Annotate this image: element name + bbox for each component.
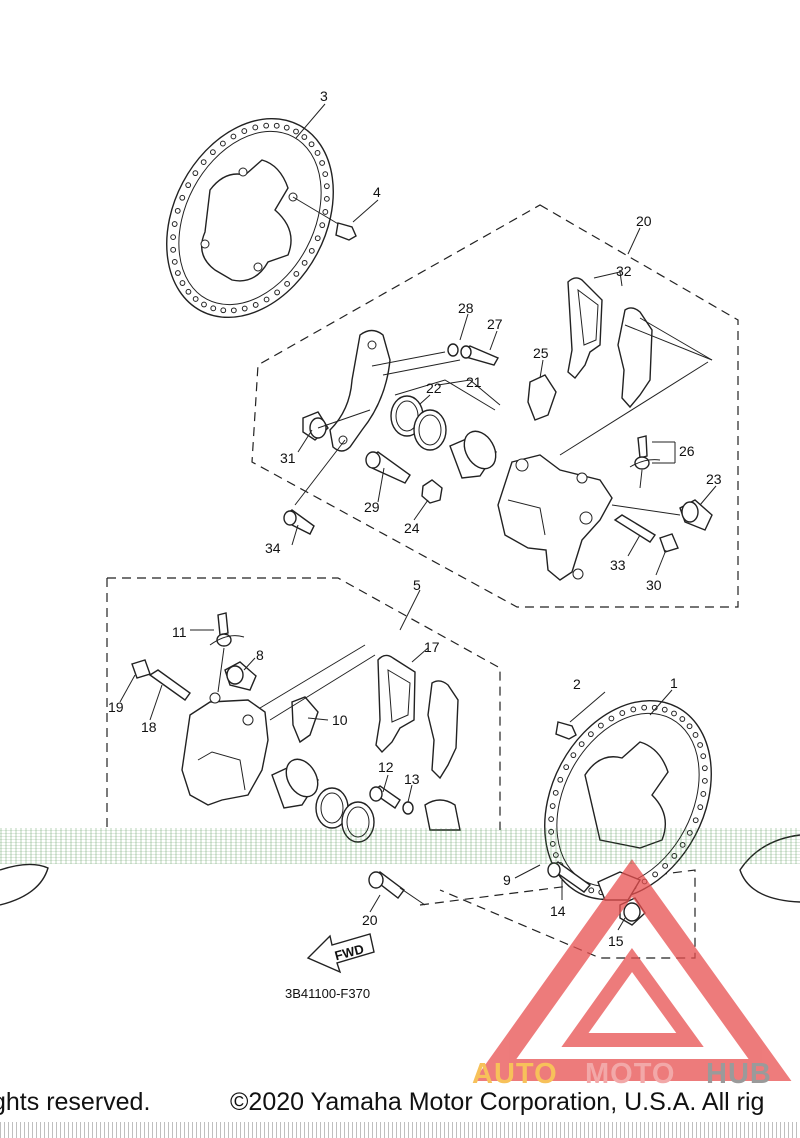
callout-28: 28 <box>458 300 474 316</box>
bolt-19 <box>368 871 405 899</box>
bolt-29 <box>365 451 411 484</box>
fwd-arrow-icon: FWD <box>306 933 375 974</box>
callout-20: 20 <box>636 213 652 229</box>
piston-upper <box>449 430 497 479</box>
boot-33 <box>659 533 679 553</box>
caliper-bracket <box>329 329 391 452</box>
nut-24 <box>421 479 443 504</box>
callout-30: 31 <box>280 450 296 466</box>
callout-19: 20 <box>362 912 378 928</box>
caliper-body-lower <box>181 692 269 806</box>
brake-disc-lower <box>544 699 712 901</box>
brake-pads-16 <box>375 654 459 780</box>
caliper-body-upper <box>497 454 613 581</box>
watermark-moto: MOTO <box>585 1058 676 1090</box>
bleeder-valve-11 <box>209 612 245 647</box>
callout-27: 27 <box>487 316 503 332</box>
callout-3: 3 <box>320 88 328 104</box>
callout-31: 32 <box>616 263 632 279</box>
callout-33: 30 <box>646 577 662 593</box>
callout-14: 14 <box>550 903 566 919</box>
leader-lines <box>119 103 717 931</box>
callout-2: 2 <box>573 676 581 692</box>
disc-edge-right <box>739 834 800 903</box>
callout-5: 5 <box>413 577 421 593</box>
watermark-hub: HUB <box>706 1058 772 1090</box>
slide-pin-23 <box>679 499 713 531</box>
piston-seals-lower <box>315 787 375 843</box>
bolt-12 <box>369 785 401 809</box>
callout-34: 34 <box>265 540 281 556</box>
callout-24: 24 <box>404 520 420 536</box>
bolt-34 <box>283 509 315 535</box>
callout-4: 4 <box>373 184 381 200</box>
disc-edge-left <box>0 863 49 906</box>
scan-noise-band <box>0 828 800 864</box>
callout-21: 21 <box>466 374 482 390</box>
diagram-code: 3B41100-F370 <box>285 986 370 1001</box>
callout-29: 29 <box>364 499 380 515</box>
automotohub-logo-icon <box>473 859 792 1081</box>
bolt-14 <box>547 861 592 893</box>
callout-13: 13 <box>404 771 420 787</box>
callout-9: 9 <box>503 872 511 888</box>
callout-11: 11 <box>172 624 187 640</box>
brake-disc-upper <box>166 117 334 319</box>
callout-12: 12 <box>378 759 394 775</box>
callout-10: 10 <box>332 712 348 728</box>
pad-spring-10 <box>291 696 319 744</box>
footer-rights-text: ghts reserved. <box>0 1088 151 1116</box>
piston-seals <box>390 395 447 451</box>
group-5-boundary <box>106 577 501 830</box>
footer-copyright: ©2020 Yamaha Motor Corporation, U.S.A. A… <box>230 1088 765 1116</box>
callout-26: 26 <box>679 443 695 459</box>
boot-18 <box>131 659 151 679</box>
disc-bolt-2 <box>555 721 577 740</box>
callout-labels: 3 4 20 32 28 27 25 21 22 26 31 23 29 24 … <box>108 88 722 949</box>
washer-13 <box>402 801 414 815</box>
slide-pin-17 <box>148 669 191 701</box>
slide-pin-8 <box>224 661 257 691</box>
scan-noise-bottom <box>0 1122 800 1138</box>
brake-pads-31 <box>567 277 653 409</box>
pad-spring-25 <box>527 374 557 421</box>
callout-16: 17 <box>424 639 440 655</box>
caliper-bracket-lower <box>424 799 461 831</box>
callout-1: 1 <box>670 675 678 691</box>
callout-18: 19 <box>108 699 124 715</box>
callout-23: 23 <box>706 471 722 487</box>
callout-15: 15 <box>608 933 624 949</box>
callout-8: 8 <box>256 647 264 663</box>
callout-32: 33 <box>610 557 626 573</box>
washer-28 <box>447 343 459 357</box>
slide-pin-32 <box>613 514 657 543</box>
piston-lower <box>271 758 319 809</box>
watermark-auto: AUTO <box>472 1058 558 1090</box>
callout-25: 25 <box>533 345 549 361</box>
bleeder-valve-26 <box>629 435 661 470</box>
pin-bolt-27 <box>460 345 499 366</box>
disc-bolt <box>335 222 357 241</box>
callout-22: 22 <box>426 380 442 396</box>
callout-17: 18 <box>141 719 157 735</box>
group-20-boundary <box>251 204 739 608</box>
fwd-label: FWD <box>333 941 365 963</box>
